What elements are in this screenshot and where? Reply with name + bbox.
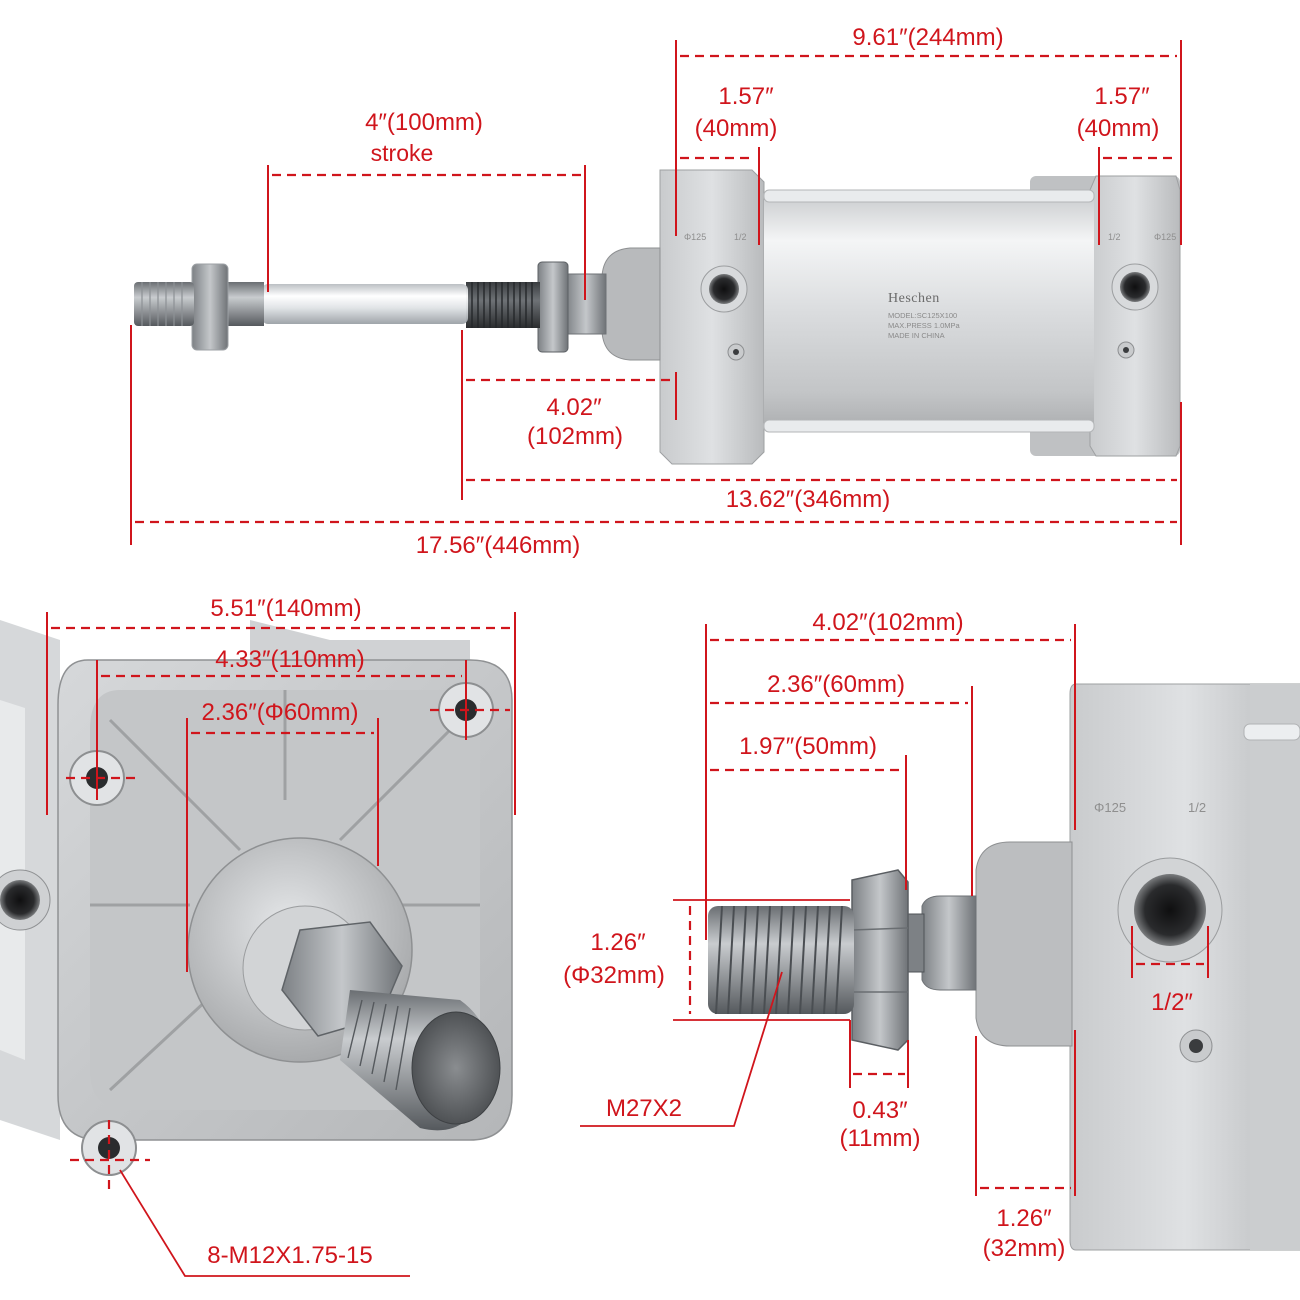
end-cap-right-mm-label: (40mm) xyxy=(1077,115,1160,142)
boss-length-mm-label: (32mm) xyxy=(983,1235,1066,1262)
end-cap-left-mm-label: (40mm) xyxy=(695,115,778,142)
origin-label: MADE IN CHINA xyxy=(888,331,945,340)
front-width-label: 5.51″(140mm) xyxy=(210,595,361,622)
model-label: MODEL:SC125X100 xyxy=(888,311,957,320)
bore-stamp-left: Φ125 xyxy=(684,232,706,242)
port-size-label: 1/2″ xyxy=(1151,989,1193,1016)
thread-diameter-in-label: 1.26″ xyxy=(590,929,646,956)
cylinder-length-label: 9.61″(244mm) xyxy=(852,24,1003,51)
port-stamp-right: 1/2 xyxy=(1108,232,1121,242)
pressure-label: MAX.PRESS 1.0MPa xyxy=(888,321,961,330)
brand-label: Heschen xyxy=(888,291,940,306)
side-detail-photo: Φ125 1/2 xyxy=(708,683,1300,1251)
bore-stamp-side: Φ125 xyxy=(1094,800,1126,815)
end-cap-right-in-label: 1.57″ xyxy=(1094,83,1150,110)
thread-diameter-mm-label: (Φ32mm) xyxy=(563,962,665,989)
rod-extension-in-label: 4.02″ xyxy=(546,394,602,421)
mount-bolt-icon xyxy=(81,1120,137,1176)
rod-to-face-label: 4.02″(102mm) xyxy=(812,609,963,636)
top-dimensions: 9.61″(244mm) 1.57″ (40mm) 1.57″ (40mm) 4… xyxy=(130,24,1182,559)
bore-stamp-right: Φ125 xyxy=(1154,232,1176,242)
stroke-word-label: stroke xyxy=(371,140,434,166)
thread-spec-label: M27X2 xyxy=(606,1095,682,1122)
rod-to-boss-label: 2.36″(60mm) xyxy=(767,671,905,698)
side-dimensions: 4.02″(102mm) 2.36″(60mm) 1.97″(50mm) 1.2… xyxy=(563,609,1209,1262)
thread-length-label: 1.97″(50mm) xyxy=(739,733,877,760)
cylinder-side-photo: Φ125 1/2 1/2 Φ125 Heschen MODEL:SC125X10… xyxy=(134,169,1181,465)
boss-length-in-label: 1.26″ xyxy=(996,1205,1052,1232)
mount-threads-label: 8-M12X1.75-15 xyxy=(207,1242,372,1269)
body-length-label: 13.62″(346mm) xyxy=(726,486,891,513)
port-stamp-side: 1/2 xyxy=(1188,800,1206,815)
stroke-value-label: 4″(100mm) xyxy=(365,109,483,136)
end-cap-left-in-label: 1.57″ xyxy=(718,83,774,110)
bolt-spacing-label: 4.33″(110mm) xyxy=(215,646,364,673)
front-dimensions: 5.51″(140mm) 4.33″(110mm) 2.36″(Φ60mm) 8… xyxy=(46,595,516,1277)
nut-width-in-label: 0.43″ xyxy=(852,1097,908,1124)
overall-length-label: 17.56″(446mm) xyxy=(416,532,581,559)
rod-extension-mm-label: (102mm) xyxy=(527,423,623,450)
boss-diameter-label: 2.36″(Φ60mm) xyxy=(201,699,358,726)
port-stamp-left: 1/2 xyxy=(734,232,747,242)
nut-width-mm-label: (11mm) xyxy=(840,1125,921,1152)
